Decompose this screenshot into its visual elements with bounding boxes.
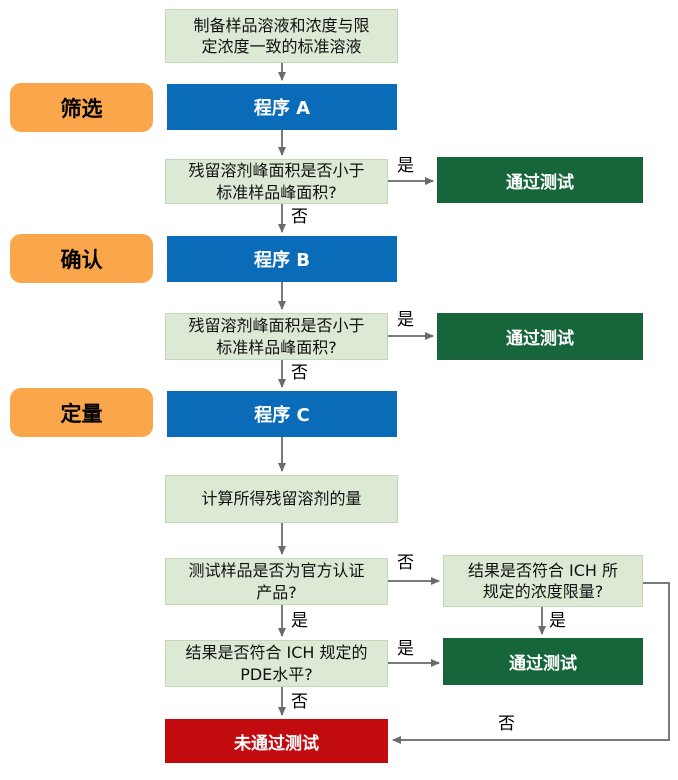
stage-label-confirmation: 确认	[10, 234, 153, 283]
edge-label-yes-1: 是	[397, 156, 414, 176]
edge-label-no-2: 否	[291, 363, 308, 383]
stage-label-quantification: 定量	[10, 388, 153, 437]
node-question-ich-pde: 结果是否符合 ICH 规定的 PDE水平?	[165, 640, 388, 687]
edge-label-yes-3: 是	[291, 611, 308, 631]
node-question-ich-concentration: 结果是否符合 ICH 所 规定的浓度限量?	[443, 555, 643, 607]
node-fail-test: 未通过测试	[165, 719, 388, 763]
node-prepare-solutions: 制备样品溶液和浓度与限 定浓度一致的标准溶液	[165, 9, 398, 63]
node-question-official-product: 测试样品是否为官方认证 产品?	[165, 558, 388, 605]
node-question-peak-area-2: 残留溶剂峰面积是否小于 标准样品峰面积?	[165, 313, 388, 360]
node-procedure-b: 程序 B	[167, 236, 397, 282]
edge-label-no-4: 否	[291, 692, 308, 712]
node-calculate-residual-solvent: 计算所得残留溶剂的量	[165, 475, 398, 523]
node-pass-test-1: 通过测试	[437, 157, 643, 203]
edge-label-no-3: 否	[397, 553, 414, 573]
node-pass-test-2: 通过测试	[437, 313, 643, 360]
edge-label-yes-4: 是	[549, 611, 566, 631]
node-question-peak-area-1: 残留溶剂峰面积是否小于 标准样品峰面积?	[165, 159, 388, 204]
node-procedure-c: 程序 C	[167, 391, 397, 437]
stage-label-screening: 筛选	[10, 83, 153, 132]
edge-label-no-1: 否	[291, 207, 308, 227]
edge-label-no-5: 否	[498, 714, 515, 734]
edge-q-ich-concentration-to-fail	[392, 582, 670, 744]
node-procedure-a: 程序 A	[167, 84, 397, 130]
edge-label-yes-2: 是	[397, 310, 414, 330]
edge-label-yes-5: 是	[397, 639, 414, 659]
node-pass-test-3: 通过测试	[443, 638, 643, 685]
